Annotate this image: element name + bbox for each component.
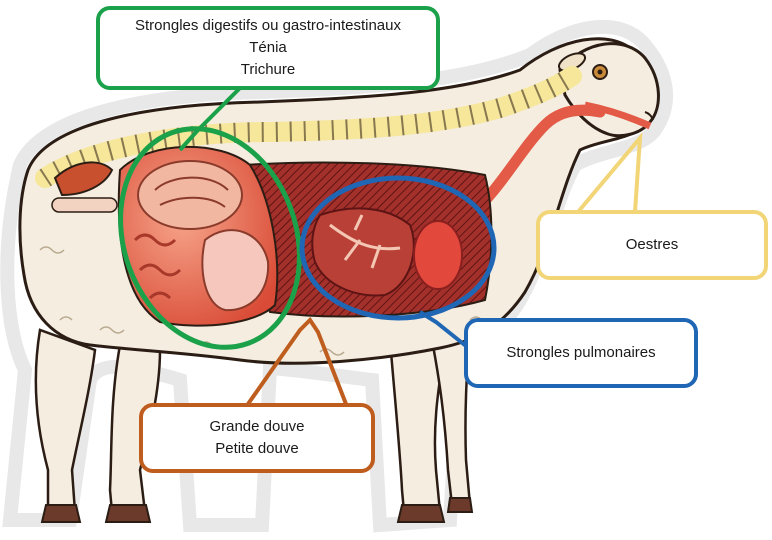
rumen — [138, 161, 242, 229]
hoof — [398, 505, 444, 522]
callout-line: Ténia — [249, 37, 287, 59]
callout-line: Strongles pulmonaires — [506, 342, 655, 364]
lung-parasites-callout: Strongles pulmonaires — [464, 318, 698, 388]
hoof — [448, 498, 472, 512]
heart — [414, 221, 462, 289]
digestive-parasites-callout: Strongles digestifs ou gastro-intestinau… — [96, 6, 440, 90]
callout-line: Strongles digestifs ou gastro-intestinau… — [135, 15, 401, 37]
colon — [52, 198, 117, 212]
hoof — [42, 505, 80, 522]
callout-line: Trichure — [241, 59, 295, 81]
callout-line: Petite douve — [215, 438, 298, 460]
liver-fluke-callout: Grande douve Petite douve — [139, 403, 375, 473]
callout-line: Grande douve — [209, 416, 304, 438]
callout-line: Oestres — [626, 234, 679, 256]
hoof — [106, 505, 150, 522]
oestres-callout: Oestres — [536, 210, 768, 280]
